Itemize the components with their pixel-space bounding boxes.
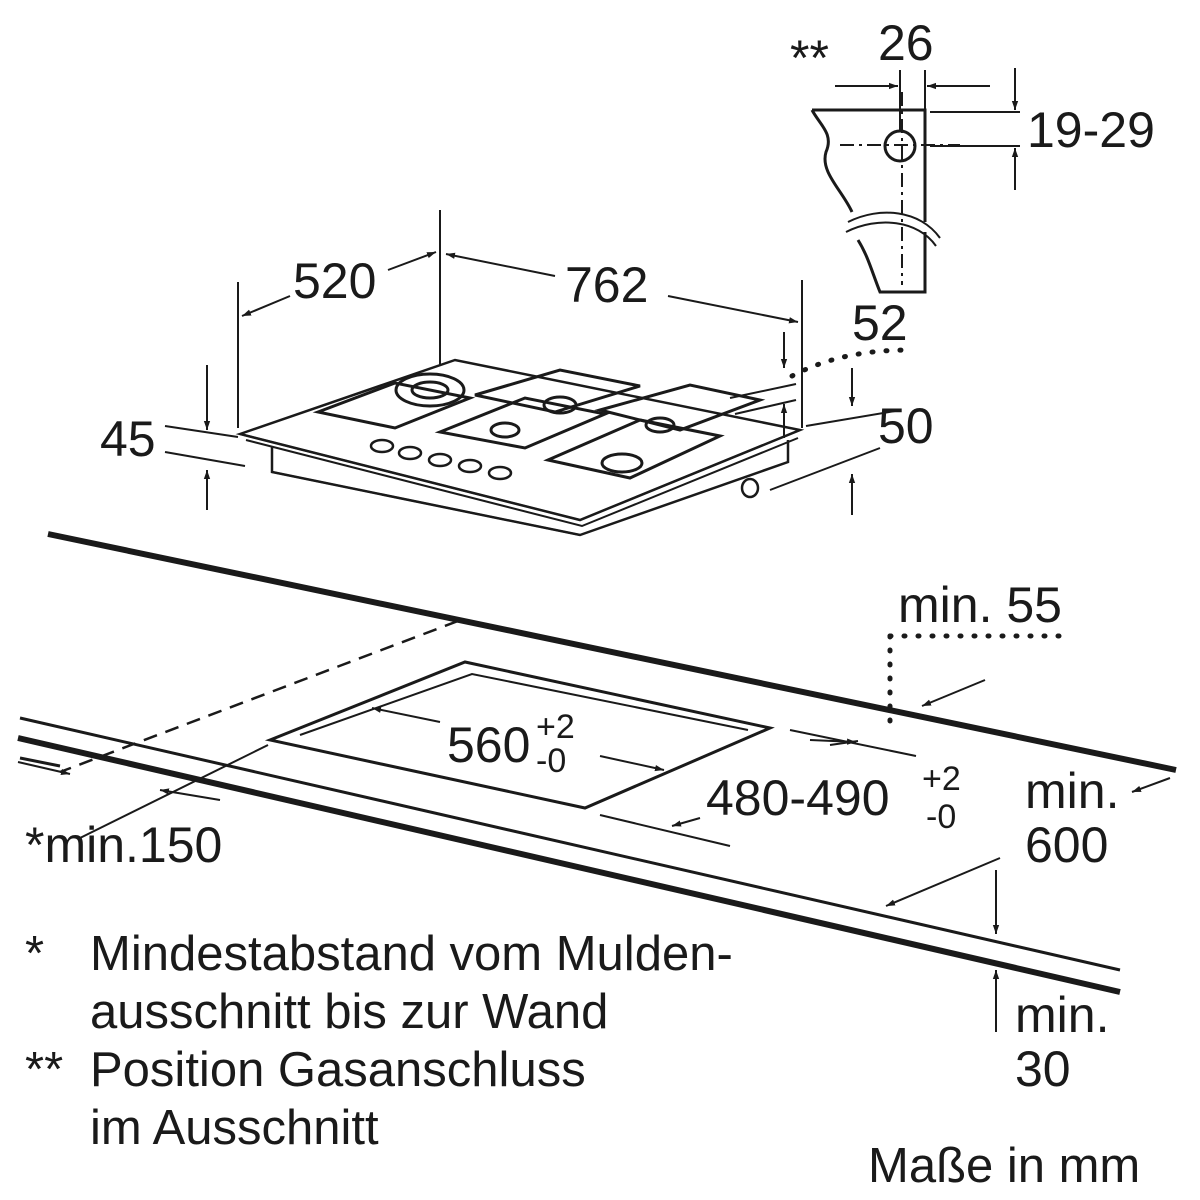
note-2-line-1: Position Gasanschluss [90, 1043, 586, 1097]
cutout-depth-tolerance-plus: +2 [922, 760, 961, 798]
cutout-width-tolerance-plus: +2 [536, 708, 575, 746]
gas-connection-detail: ** 26 19-29 [790, 15, 1155, 294]
worktop-thickness-value: 30 [1015, 1041, 1071, 1097]
cutout-width-tolerance-minus: -0 [536, 742, 566, 780]
cutout-width-dimension: 560 [447, 717, 530, 773]
front-height-dimension: 45 [100, 411, 156, 467]
note-2-marker: ** [25, 1043, 63, 1097]
cutout-depth-tolerance-minus: -0 [926, 798, 956, 836]
gas-offset-horizontal: 26 [878, 15, 934, 71]
units-label: Maße in mm [868, 1139, 1140, 1193]
note-2-line-2: im Ausschnitt [90, 1101, 379, 1155]
back-height-dimension: 52 [852, 295, 908, 351]
hob-illustration: 520 762 45 52 50 [100, 210, 934, 537]
note-1-line-1: Mindestabstand vom Mulden- [90, 927, 733, 981]
side-height-dimension: 50 [878, 398, 934, 454]
wall-gap-dimension: min. 55 [898, 577, 1062, 633]
worktop-cutout: min. 55 560 +2 -0 480-490 +2 -0 min. 600… [17, 531, 1177, 1097]
cutout-depth-dimension: 480-490 [706, 770, 890, 826]
note-1-marker: * [25, 927, 44, 981]
front-distance-value: 600 [1025, 817, 1108, 873]
gas-marker: ** [790, 30, 829, 86]
note-1-line-2: ausschnitt bis zur Wand [90, 985, 608, 1039]
depth-dimension: 520 [293, 253, 376, 309]
worktop-thickness-min-label: min. [1015, 987, 1109, 1043]
width-dimension: 762 [565, 257, 648, 313]
front-distance-min-label: min. [1025, 763, 1119, 819]
gas-offset-vertical: 19-29 [1027, 102, 1155, 158]
wall-distance-dimension: *min.150 [25, 817, 222, 873]
notes-legend: * Mindestabstand vom Mulden- ausschnitt … [25, 927, 1140, 1193]
